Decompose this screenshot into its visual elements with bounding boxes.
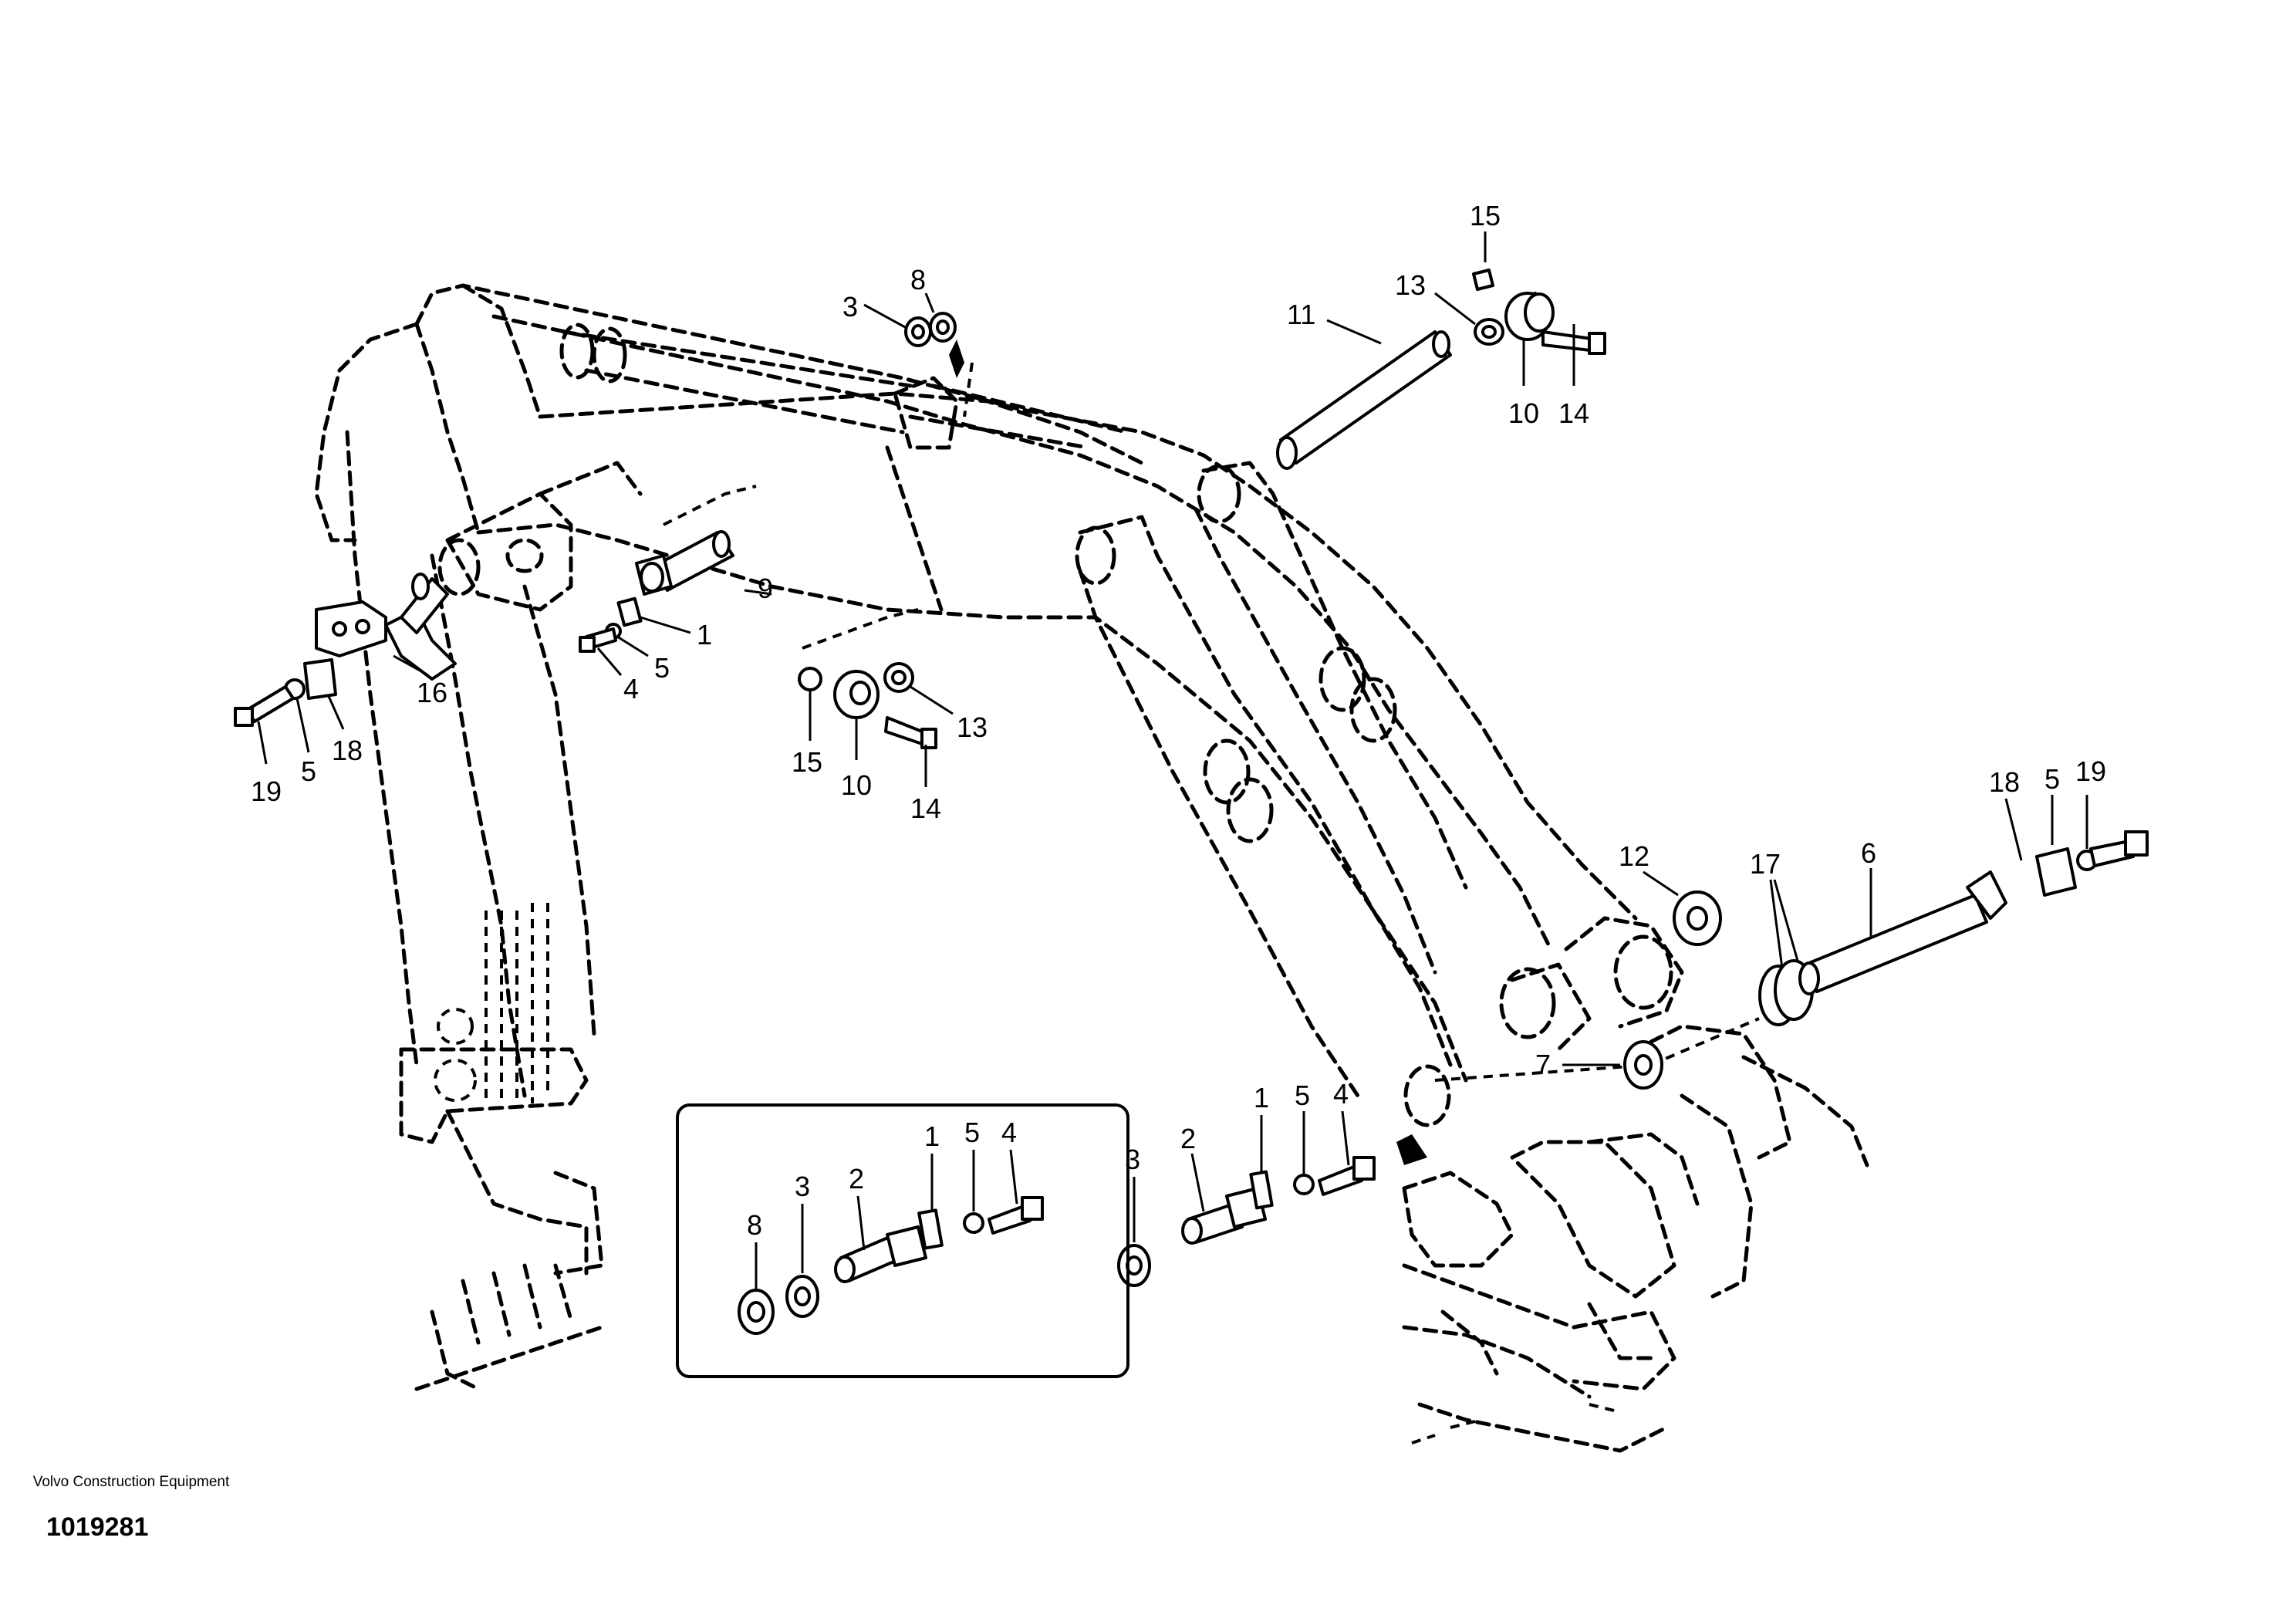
callout-15-mid: 15 [792,746,822,778]
callout-13-mid: 13 [957,711,988,743]
callout-5-mid: 5 [654,652,670,684]
callout-12: 12 [1619,840,1649,872]
inset-box [676,1103,1129,1378]
callout-10-top: 10 [1508,397,1539,429]
callout-4-mid: 4 [623,673,639,705]
callout-8-top: 8 [910,264,926,296]
parts-left-18-5-19 [234,658,337,727]
callout-19-right: 19 [2075,755,2106,787]
callout-15-top: 15 [1470,200,1501,231]
callout-18-left: 18 [332,735,363,766]
callout-3-box: 3 [795,1171,810,1202]
callout-14-top: 14 [1558,397,1589,429]
seals-17 [1758,959,1814,1026]
callout-4-low: 4 [1333,1078,1349,1110]
callout-1-mid: 1 [697,619,712,650]
callout-5-box: 5 [964,1117,980,1148]
callout-2-box: 2 [849,1163,864,1195]
parts-mid-15-10-14-13 [798,662,937,749]
callout-13-top: 13 [1395,269,1426,301]
parts-mid-1-5-4 [579,596,643,653]
washer-7 [1623,1040,1663,1090]
callout-19-left: 19 [251,776,282,807]
callout-5-right: 5 [2044,763,2060,795]
callout-18-right: 18 [1989,766,2020,798]
callout-8-box: 8 [747,1209,762,1241]
parts-lower-mid [1117,1134,1427,1287]
callout-10-mid: 10 [841,769,872,801]
pin-9 [635,530,734,596]
callout-3-low: 3 [1125,1144,1140,1175]
callout-17: 17 [1750,848,1781,880]
callout-1-box: 1 [924,1120,940,1152]
pin-11 [1276,330,1452,470]
callout-6: 6 [1861,837,1876,869]
callout-1-low: 1 [1254,1082,1269,1113]
callout-3-top: 3 [842,291,858,323]
callout-5-left: 5 [301,755,316,787]
parts-right-18-5-19 [2035,830,2149,897]
callout-14-mid: 14 [910,792,941,824]
washers-top [904,312,964,378]
washer-12 [1673,890,1722,946]
drawing-number: 1019281 [46,1512,149,1542]
pin-16 [315,573,457,681]
callout-16: 16 [417,677,447,708]
callout-2-low: 2 [1180,1123,1196,1154]
callout-7: 7 [1535,1049,1551,1080]
callout-9: 9 [758,573,773,604]
boom-outline [314,283,1869,1453]
callout-4-box: 4 [1001,1117,1017,1148]
company-caption: Volvo Construction Equipment [32,1474,230,1490]
callout-11: 11 [1287,299,1315,330]
callout-5-low: 5 [1295,1080,1310,1111]
callout-labels: 15 13 10 14 11 8 3 9 1 5 4 16 18 5 19 15… [251,200,2106,1241]
pin-6 [1798,870,2007,995]
parts-top-right [1472,269,1606,355]
leader-lines [257,231,2088,1289]
